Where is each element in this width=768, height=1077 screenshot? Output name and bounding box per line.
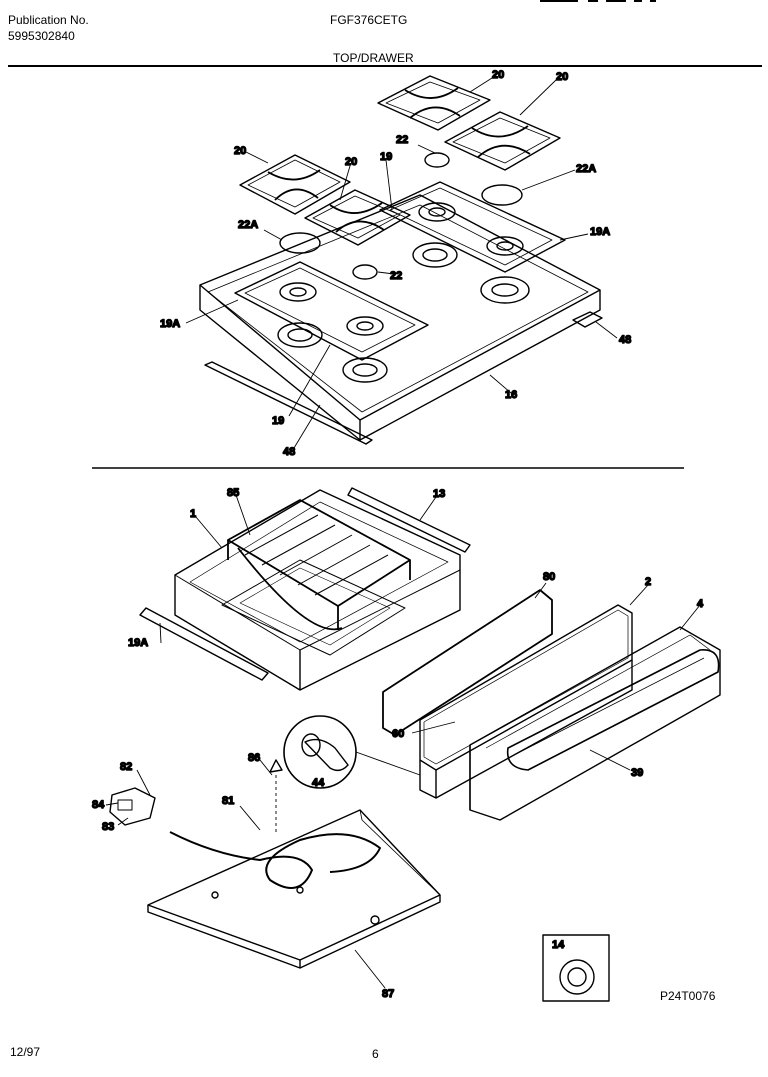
callout-2: 2 xyxy=(645,576,651,588)
callout-60: 60 xyxy=(392,728,404,740)
callout-22A: 22A xyxy=(238,219,258,231)
callout-20: 20 xyxy=(556,71,568,83)
drawer-front-panel xyxy=(419,604,633,771)
callout-4: 4 xyxy=(697,598,704,610)
callout-16: 16 xyxy=(505,389,517,401)
grate-20-4 xyxy=(444,111,561,171)
callout-82: 82 xyxy=(120,761,132,773)
drawer-bottom-87 xyxy=(147,809,441,961)
drawer-assembly: 20 20 20 20 19 22 22A 22A 22 19A 19A 48 … xyxy=(91,68,721,1002)
main-top-side-edge xyxy=(359,290,601,441)
burner-cap-22-right xyxy=(424,152,450,168)
grate-20-3 xyxy=(377,75,491,131)
callout-44: 44 xyxy=(312,777,325,789)
header-marks xyxy=(540,0,690,3)
callout-19A: 19A xyxy=(128,637,148,649)
grate-20-1 xyxy=(239,154,351,215)
callout-80: 80 xyxy=(543,571,555,583)
drip-frame-right xyxy=(379,181,566,273)
callout-19: 19 xyxy=(272,415,284,427)
callout-13: 13 xyxy=(433,488,445,500)
burner-cap-22A-left xyxy=(279,232,321,254)
section-title: TOP/DRAWER xyxy=(333,51,414,65)
burner-tube-81 xyxy=(169,831,381,889)
callout-20: 20 xyxy=(492,69,504,81)
callout-19: 19 xyxy=(380,151,392,163)
callout-85: 85 xyxy=(227,487,239,499)
drawer-body xyxy=(174,489,461,691)
gasket-80 xyxy=(382,589,553,736)
callout-22: 22 xyxy=(396,134,408,146)
callout-83: 83 xyxy=(102,821,114,833)
callout-19A: 19A xyxy=(160,318,180,330)
drawing-code: P24T0076 xyxy=(660,989,716,1003)
main-top-front-edge xyxy=(199,285,361,441)
callout-20: 20 xyxy=(345,156,357,168)
handle-39 xyxy=(506,649,720,771)
callout-87: 87 xyxy=(382,988,394,1000)
callout-20: 20 xyxy=(234,145,246,157)
slide-rail-13A xyxy=(139,607,269,681)
model-number: FGF376CETG xyxy=(330,13,408,27)
slide-rail-13 xyxy=(347,487,471,553)
callout-48: 48 xyxy=(283,446,295,458)
side-trim-48-right xyxy=(572,311,603,328)
valve-bracket xyxy=(109,787,156,826)
callout-84: 84 xyxy=(92,799,105,811)
callout-14: 14 xyxy=(552,939,565,951)
callout-19A: 19A xyxy=(590,226,610,238)
page-number: 6 xyxy=(372,1047,379,1061)
drip-frame-left xyxy=(234,261,429,361)
callout-86: 86 xyxy=(248,752,260,764)
callout-39: 39 xyxy=(631,767,643,779)
revision-date: 12/97 xyxy=(10,1045,41,1059)
callout-22A: 22A xyxy=(576,163,596,175)
burner-cap-22A-right xyxy=(481,184,523,206)
callout-22: 22 xyxy=(390,270,402,282)
side-trim-48-left xyxy=(204,361,373,445)
publication-label: Publication No. xyxy=(8,13,89,27)
callout-81: 81 xyxy=(222,795,234,807)
burner-cap-22-left xyxy=(352,264,378,280)
item-14-box xyxy=(542,934,610,1002)
callout-48: 48 xyxy=(619,334,631,346)
outer-drawer-front xyxy=(469,626,721,821)
cooktop-assembly xyxy=(185,75,618,449)
callout-1: 1 xyxy=(190,508,196,520)
publication-number: 5995302840 xyxy=(8,29,75,43)
grate-20-2 xyxy=(304,189,411,246)
